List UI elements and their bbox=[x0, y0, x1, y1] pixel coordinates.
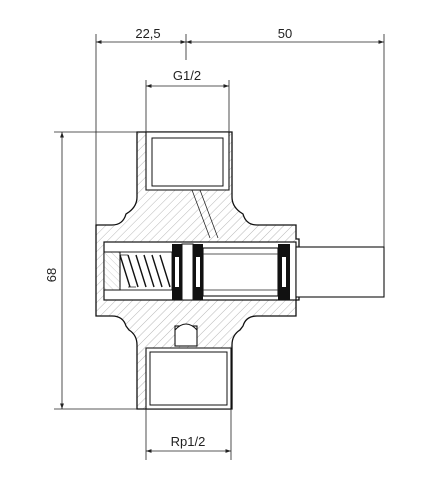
dim-width-left-label: 22,5 bbox=[135, 26, 160, 41]
dim-width-right-label: 50 bbox=[278, 26, 292, 41]
dimension-bottom-thread: Rp1/2 bbox=[145, 409, 232, 460]
actuator-shaft bbox=[295, 246, 385, 298]
dimension-width: 22,5 50 bbox=[95, 26, 385, 247]
dimension-top-thread: G1/2 bbox=[145, 68, 230, 132]
top-port-g12 bbox=[145, 131, 230, 191]
piston bbox=[172, 243, 290, 301]
dim-height-label: 68 bbox=[44, 268, 59, 282]
bottom-port-rp12 bbox=[145, 347, 232, 410]
dim-thread-top-label: G1/2 bbox=[173, 68, 201, 83]
dim-thread-bottom-label: Rp1/2 bbox=[171, 434, 206, 449]
flow-channel bbox=[191, 189, 219, 239]
dimension-height: 68 bbox=[44, 131, 137, 410]
valve-seat bbox=[174, 323, 198, 347]
